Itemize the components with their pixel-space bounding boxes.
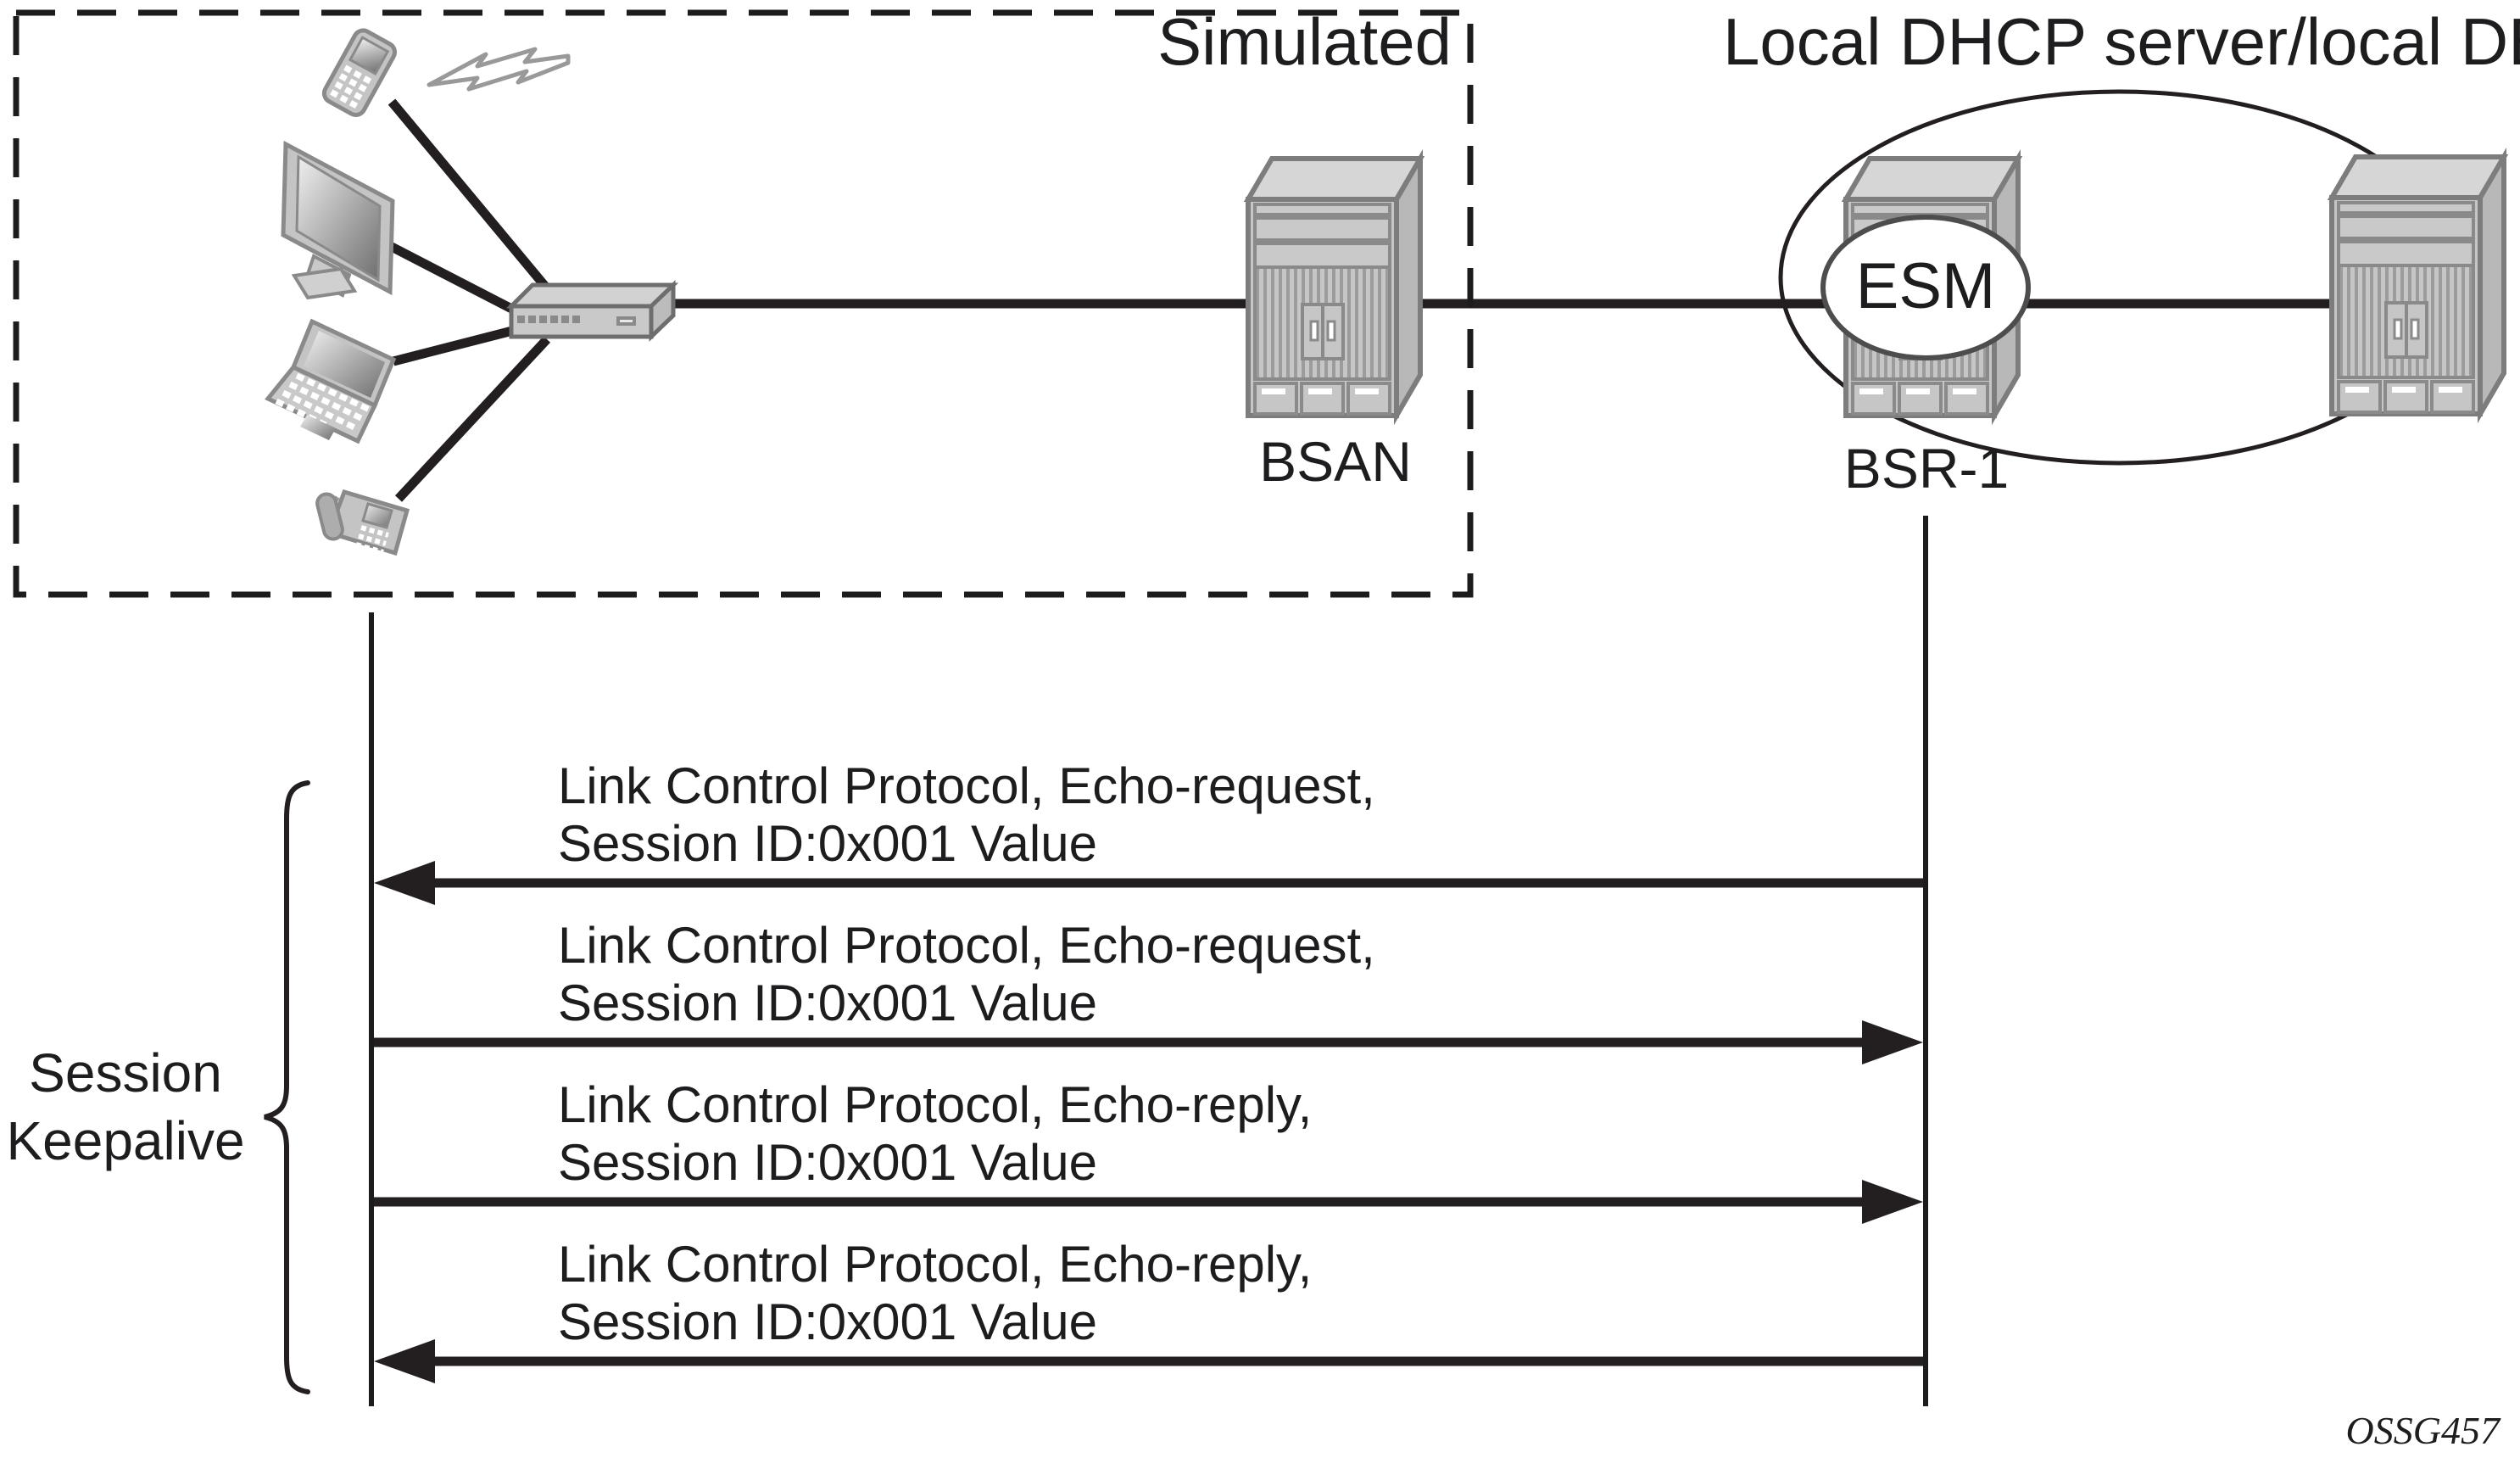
- message-label-1-line1: Link Control Protocol, Echo-request,: [558, 757, 1375, 814]
- message-arrow-4: [374, 1339, 1923, 1383]
- simulated-box-label: Simulated: [1157, 4, 1452, 79]
- desk-phone-icon: [315, 489, 410, 556]
- lightning-icon: [427, 47, 571, 92]
- access-line-laptop: [392, 324, 521, 366]
- session-keepalive-line1: Session: [29, 1042, 222, 1103]
- db-server-tower-icon: [2332, 157, 2504, 414]
- message-arrow-1: [374, 861, 1923, 905]
- dashed-boundary-box: [13, 9, 1474, 598]
- arrowhead-left-icon: [374, 1339, 435, 1383]
- laptop-icon: [265, 318, 397, 444]
- message-label-4-line2: Session ID:0x001 Value: [558, 1293, 1097, 1350]
- session-keepalive-label: Session Keepalive: [0, 1039, 251, 1175]
- message-arrow-2: [374, 1020, 1923, 1064]
- mobile-phone-icon: [321, 28, 398, 117]
- dhcp-domain-label: Local DHCP server/local DB: [1723, 4, 2520, 79]
- access-line-phone: [394, 336, 551, 502]
- bsan-label: BSAN: [1259, 430, 1412, 493]
- access-line-monitor: [387, 242, 524, 318]
- message-label-1-line2: Session ID:0x001 Value: [558, 815, 1097, 872]
- arrowhead-left-icon: [374, 861, 435, 905]
- esm-label: ESM: [1855, 250, 1996, 322]
- session-keepalive-line2: Keepalive: [6, 1110, 245, 1171]
- message-label-4: Link Control Protocol, Echo-reply, Sessi…: [558, 1236, 1312, 1351]
- message-label-4-line1: Link Control Protocol, Echo-reply,: [558, 1236, 1313, 1293]
- message-label-2-line1: Link Control Protocol, Echo-request,: [558, 917, 1375, 974]
- bsr1-label: BSR-1: [1843, 437, 2010, 500]
- message-label-2-line2: Session ID:0x001 Value: [558, 975, 1097, 1031]
- arrowhead-right-icon: [1862, 1020, 1923, 1064]
- esm-circle: [1820, 215, 2031, 360]
- access-line-mobile: [387, 98, 555, 297]
- message-arrow-3: [374, 1180, 1923, 1224]
- figure-id: OSSG457: [2345, 1409, 2500, 1452]
- keepalive-brace: [264, 780, 310, 1394]
- message-label-3-line1: Link Control Protocol, Echo-reply,: [558, 1076, 1313, 1133]
- message-label-3-line2: Session ID:0x001 Value: [558, 1134, 1097, 1191]
- message-label-3: Link Control Protocol, Echo-reply, Sessi…: [558, 1076, 1312, 1192]
- bsan-tower-icon: [1248, 159, 1420, 416]
- message-label-2: Link Control Protocol, Echo-request, Ses…: [558, 917, 1375, 1032]
- monitor-icon: [281, 140, 395, 300]
- switch-icon: [505, 280, 679, 342]
- arrowhead-right-icon: [1862, 1180, 1923, 1224]
- message-label-1: Link Control Protocol, Echo-request, Ses…: [558, 757, 1375, 873]
